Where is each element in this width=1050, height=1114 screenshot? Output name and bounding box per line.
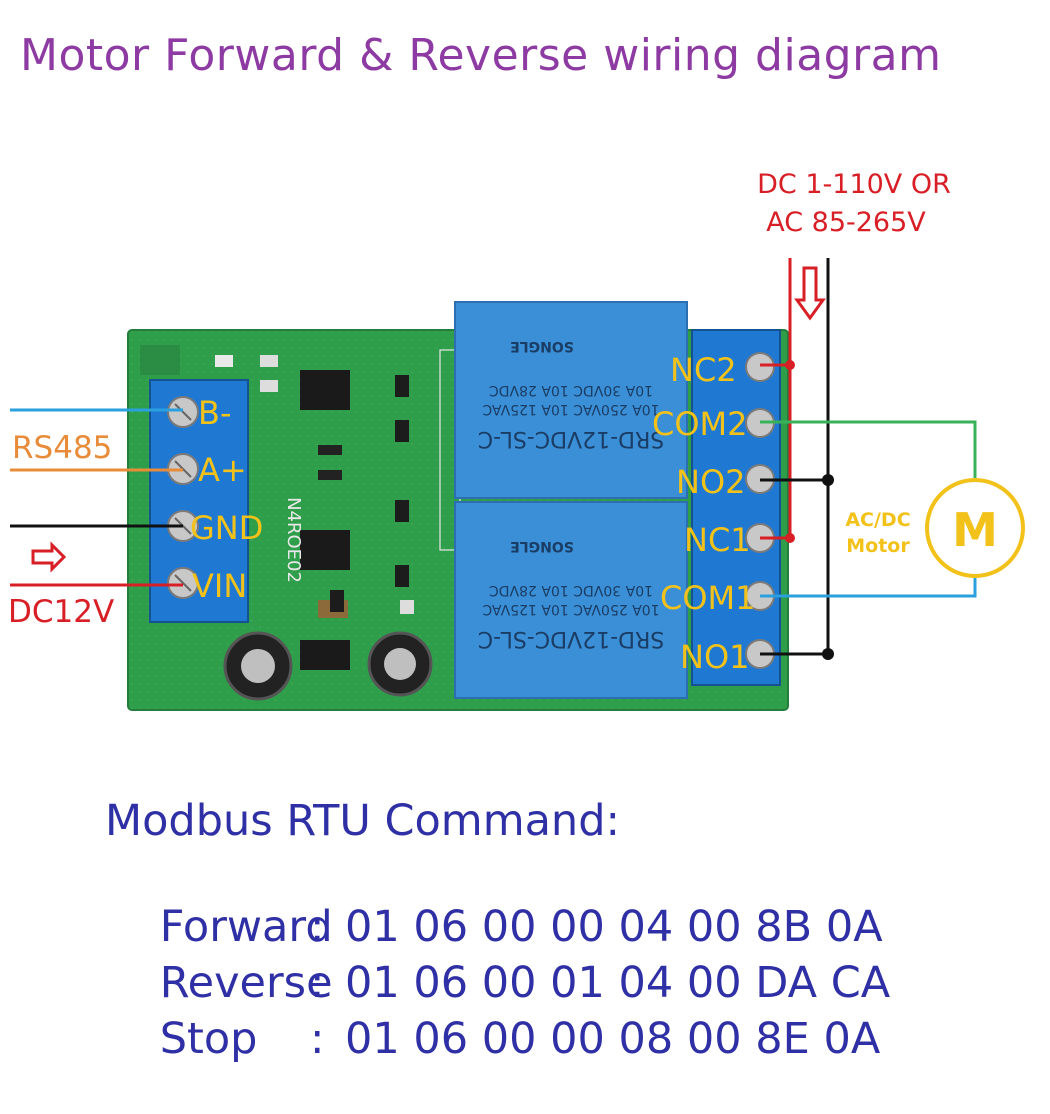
command-separator: : <box>310 958 325 1008</box>
power-supply-label: AC 85-265V <box>766 207 926 238</box>
relay-rating-label: 10A 30VDC 10A 28VDC <box>489 382 653 398</box>
command-heading: Modbus RTU Command: <box>105 796 620 846</box>
wire-com1-motor <box>760 578 977 598</box>
dc12v-label: DC12V <box>8 594 114 630</box>
wiring-diagram: Motor Forward & Reverse wiring diagram <box>8 30 1025 1064</box>
command-separator: : <box>310 1014 325 1064</box>
motor-label: AC/DC <box>845 509 910 531</box>
motor-symbol: M <box>952 503 998 557</box>
motor-icon <box>925 478 1025 578</box>
terminal-label-nc2: NC2 <box>670 351 737 389</box>
rs485-label: RS485 <box>12 430 112 466</box>
command-row-reverse: Reverse:01 06 00 01 04 00 DA CA <box>105 908 891 1058</box>
relay-model-label: SRD-12VDC-SL-C <box>478 426 665 451</box>
supply-arrow-icon <box>794 266 826 321</box>
relay-1: SRD-12VDC-SL-C 10A 250VAC 10A 125VAC 10A… <box>454 501 688 699</box>
command-value: 01 06 00 00 08 00 8E 0A <box>345 1014 881 1064</box>
terminal-label-com2: COM2 <box>652 405 748 443</box>
wire-com2-motor <box>760 420 977 478</box>
terminal-label-no2: NO2 <box>676 463 745 501</box>
relay-rating-label: 10A 250VAC 10A 125VAC <box>482 401 659 417</box>
input-terminal-block <box>149 379 249 623</box>
terminal-label-vin: VIN <box>192 567 247 605</box>
terminal-label-com1: COM1 <box>660 579 756 617</box>
command-name: Reverse <box>159 958 333 1008</box>
terminal-label-b-minus: B- <box>198 394 232 432</box>
power-supply-label: DC 1-110V OR <box>757 169 951 200</box>
command-separator: : <box>310 902 325 952</box>
relay-brand-label: SONGLE <box>510 538 574 554</box>
terminal-label-gnd: GND <box>190 509 263 547</box>
command-name: Stop <box>159 1014 258 1064</box>
relay-rating-label: 10A 30VDC 10A 28VDC <box>489 582 653 598</box>
command-row-stop: Stop:01 06 00 00 08 00 8E 0A <box>105 964 881 1114</box>
terminal-label-a-plus: A+ <box>198 451 247 489</box>
board-marking: N4ROE02 <box>283 497 304 583</box>
motor-label: Motor <box>846 535 910 557</box>
power-arrow-icon <box>31 541 67 573</box>
terminal-label-no1: NO1 <box>680 638 749 676</box>
command-name: Forward <box>159 902 333 952</box>
input-wires <box>10 408 183 587</box>
relay-model-label: SRD-12VDC-SL-C <box>478 626 665 651</box>
terminal-label-nc1: NC1 <box>684 521 751 559</box>
output-wires <box>760 258 977 660</box>
relay-2: SRD-12VDC-SL-C 10A 250VAC 10A 125VAC 10A… <box>454 301 688 499</box>
ic-chip <box>300 370 350 410</box>
command-value: 01 06 00 00 04 00 8B 0A <box>345 902 883 952</box>
diagram-title: Motor Forward & Reverse wiring diagram <box>20 30 942 81</box>
relay-brand-label: SONGLE <box>510 338 574 354</box>
relay-rating-label: 10A 250VAC 10A 125VAC <box>482 601 659 617</box>
command-value: 01 06 00 01 04 00 DA CA <box>345 958 891 1008</box>
motor: M AC/DC Motor <box>845 478 1025 578</box>
diagram-canvas: N4ROE02 SRD-12VDC-SL-C 10A 250VAC 10A 12… <box>8 169 1025 711</box>
ic-chip <box>300 530 350 570</box>
command-row-forward: Forward:01 06 00 00 04 00 8B 0A <box>105 852 883 1002</box>
